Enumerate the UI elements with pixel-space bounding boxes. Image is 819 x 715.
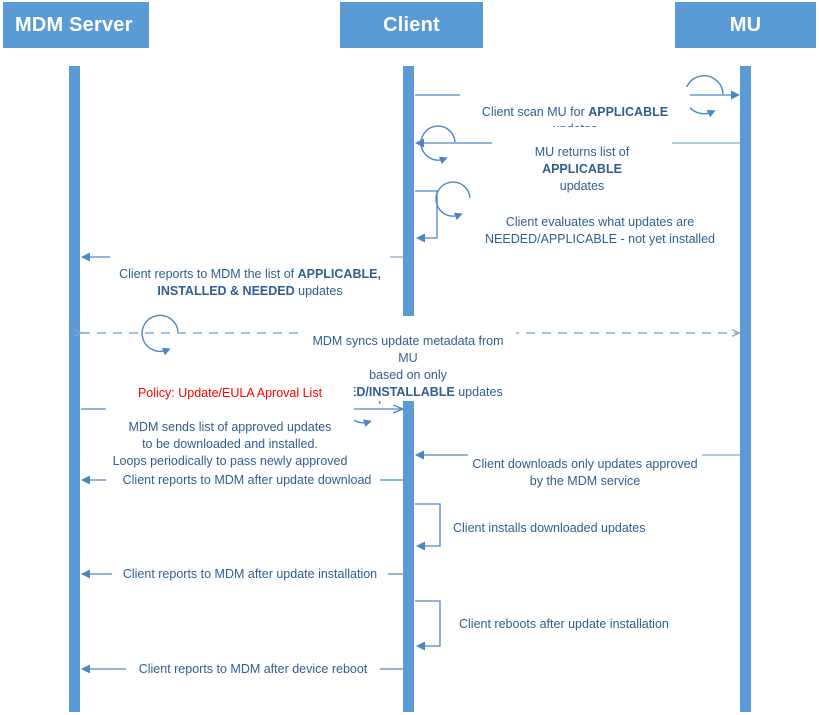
- message-label-m4: Client reports to MDM the list of APPLIC…: [110, 249, 390, 300]
- message-label-m8: Client reports to MDM after update downl…: [114, 472, 380, 489]
- participant-mu[interactable]: MU: [675, 2, 816, 48]
- message-arrow-m3: [415, 181, 471, 243]
- message-arrow-m11: [415, 600, 441, 651]
- message-label-m6: Policy: Update/EULA Aproval List MDM sen…: [106, 368, 354, 487]
- participant-mu-label: MU: [729, 13, 762, 36]
- lifeline-mu: [740, 66, 751, 712]
- loop-arc-m1: [684, 75, 724, 118]
- lifeline-mdm-server: [69, 66, 80, 712]
- message-label-m12: Client reports to MDM after device reboo…: [126, 661, 380, 678]
- message-arrow-m9: [415, 503, 441, 551]
- loop-arc-m3: [435, 181, 471, 221]
- message-label-m10: Client reports to MDM after update insta…: [112, 566, 388, 583]
- participant-mdm-server-label: MDM Server: [15, 13, 133, 36]
- loop-arc-m2: [420, 125, 456, 165]
- participant-mdm-server[interactable]: MDM Server: [3, 2, 149, 48]
- participant-client-label: Client: [383, 13, 440, 36]
- loop-arc-m5: [141, 314, 179, 356]
- message-label-m11: Client reboots after update installation: [456, 616, 672, 633]
- policy-note: Policy: Update/EULA Aproval List: [137, 386, 323, 400]
- message-label-m9: Client installs downloaded updates: [450, 520, 650, 537]
- participant-client[interactable]: Client: [340, 2, 483, 48]
